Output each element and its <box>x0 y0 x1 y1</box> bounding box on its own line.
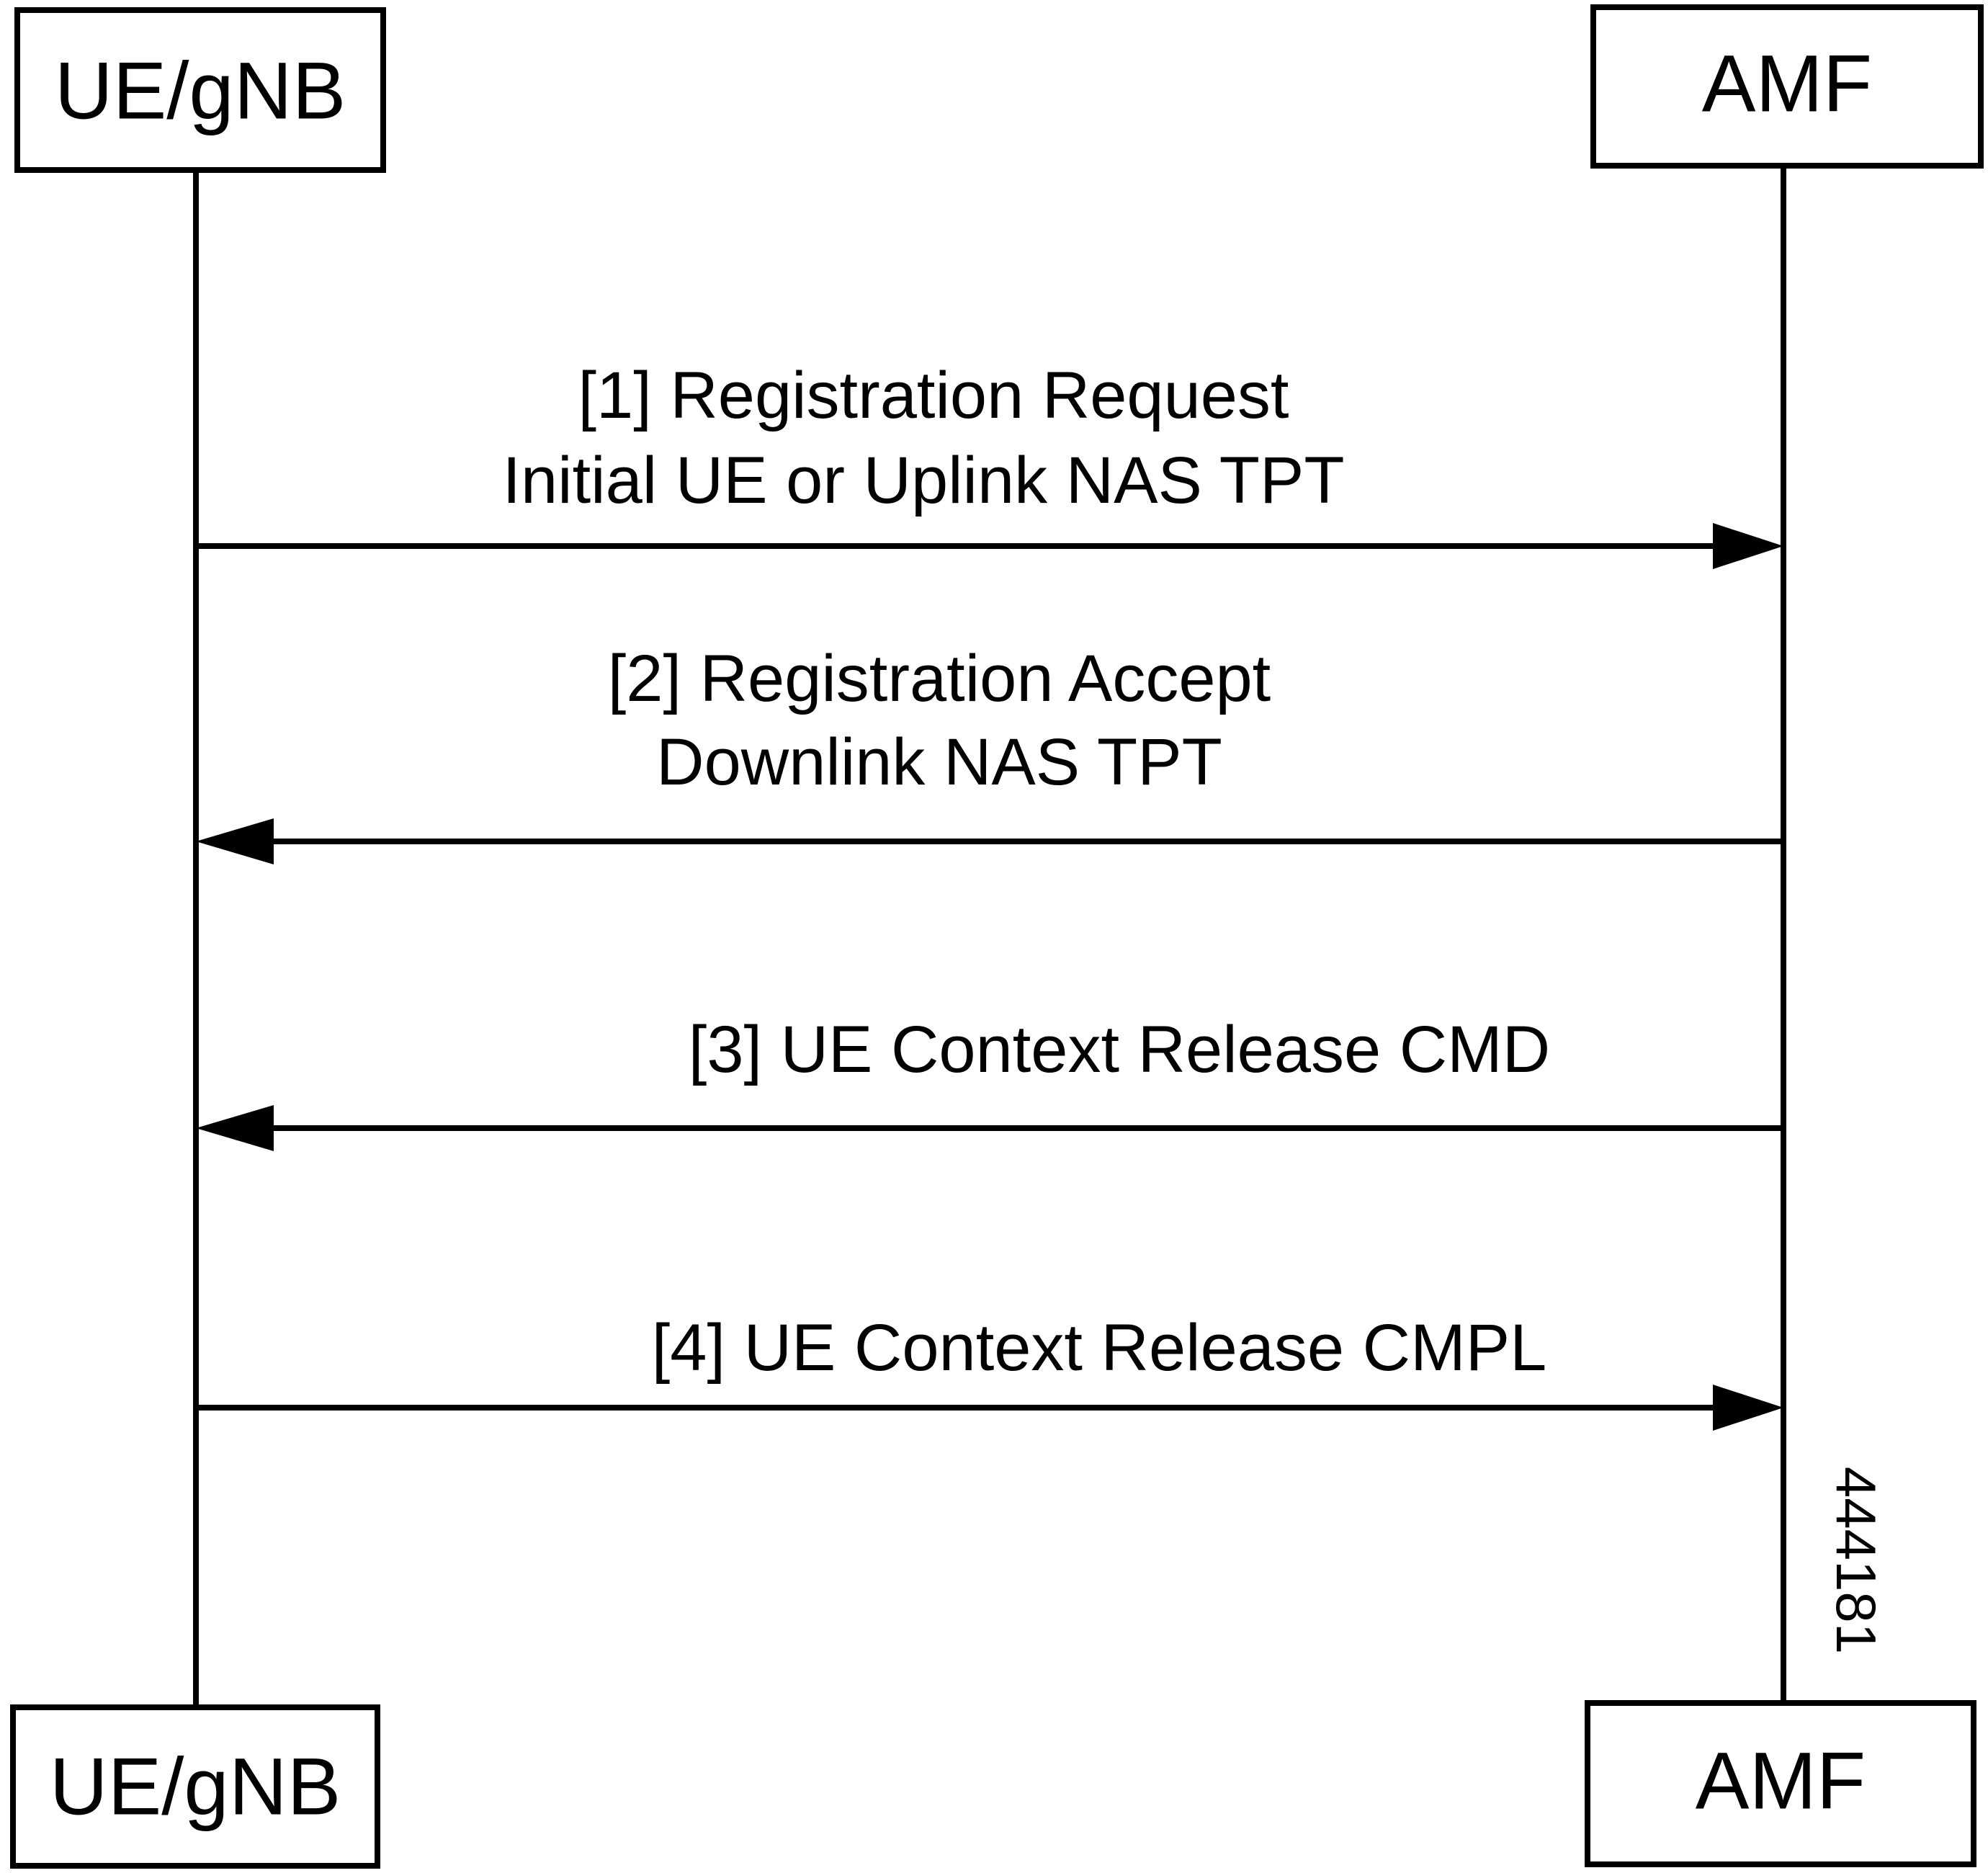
participant-ue-gnb-top: UE/gNB <box>14 7 386 173</box>
participant-ue-gnb-bottom: UE/gNB <box>10 1704 380 1869</box>
message-2-label-line1: [2] Registration Accept <box>608 642 1271 715</box>
message-2-arrowhead <box>196 818 274 864</box>
message-3-ue-context-release-cmd: [3] UE Context Release CMD <box>196 1013 1783 1151</box>
message-1-registration-request: [1] Registration Request Initial UE or U… <box>196 359 1783 569</box>
message-2-label-line2: Downlink NAS TPT <box>656 725 1222 799</box>
participant-amf-bottom-label: AMF <box>1696 1736 1866 1826</box>
participant-amf-bottom: AMF <box>1585 1700 1976 1867</box>
message-4-label-line1: [4] UE Context Release CMPL <box>652 1311 1547 1385</box>
participant-ue-gnb-top-label: UE/gNB <box>55 46 346 136</box>
message-4-arrowhead <box>1713 1385 1783 1431</box>
participant-amf-top: AMF <box>1590 4 1984 169</box>
message-1-label-line2: Initial UE or Uplink NAS TPT <box>502 444 1344 517</box>
message-3-label-line1: [3] UE Context Release CMD <box>689 1013 1550 1086</box>
participant-ue-gnb-bottom-label: UE/gNB <box>50 1742 341 1832</box>
message-1-arrowhead <box>1713 523 1783 569</box>
message-3-arrowhead <box>196 1105 274 1151</box>
figure-id-label: 444181 <box>1824 1467 1888 1654</box>
participant-amf-top-label: AMF <box>1702 39 1872 129</box>
message-2-registration-accept: [2] Registration Accept Downlink NAS TPT <box>196 642 1783 864</box>
message-1-label-line1: [1] Registration Request <box>578 359 1289 432</box>
message-4-ue-context-release-cmpl: [4] UE Context Release CMPL <box>196 1311 1783 1431</box>
